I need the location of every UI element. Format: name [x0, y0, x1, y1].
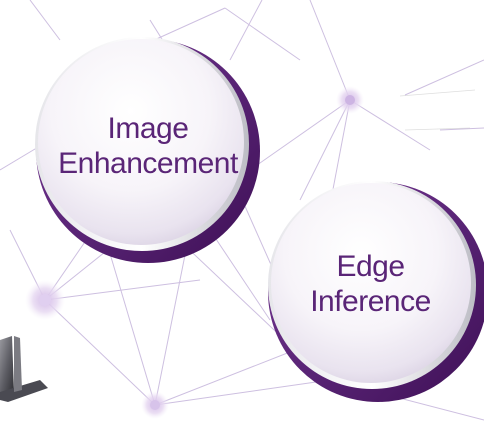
sphere-edge-inference — [268, 181, 484, 402]
node-label-line: Image — [107, 112, 189, 145]
node-dots — [25, 86, 364, 419]
node-dot — [39, 294, 51, 306]
sphere-image-enhancement — [35, 37, 260, 263]
node-label-line: Edge — [336, 250, 405, 283]
node-label-edge-inference: Edge Inference — [288, 250, 453, 319]
node-label-line: Enhancement — [58, 146, 238, 180]
node-dot — [150, 400, 160, 410]
node-label-line: Inference — [310, 284, 431, 318]
node-label-image-enhancement: Image Enhancement — [58, 112, 238, 181]
node-dot — [345, 95, 355, 105]
metal-object-icon — [0, 336, 48, 402]
light-streaks — [399, 89, 476, 131]
